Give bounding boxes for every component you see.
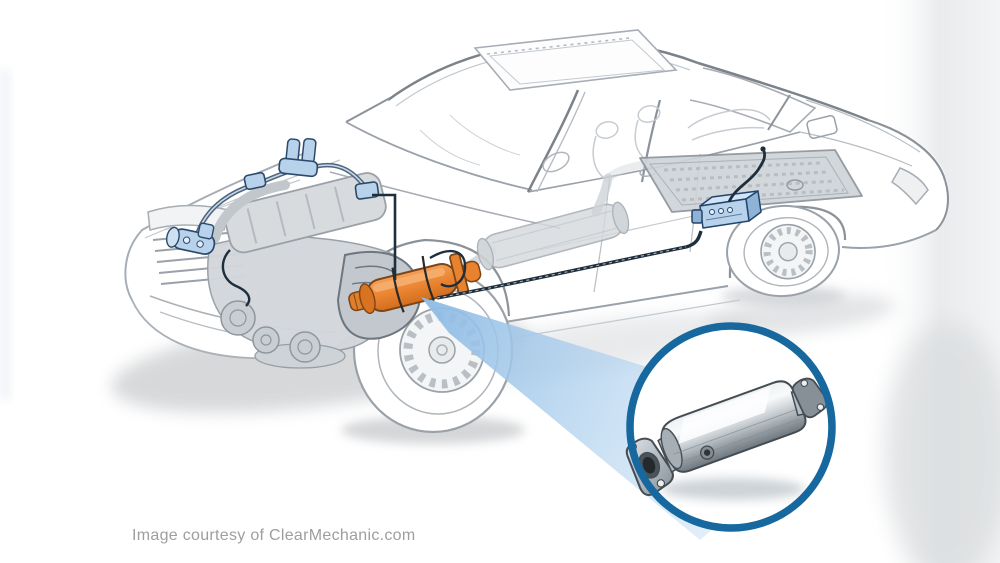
catalytic-converter-detail: [625, 377, 829, 496]
wiring-harness: [221, 146, 767, 307]
floor-pan: [639, 149, 863, 213]
steering-wheel: [542, 151, 570, 173]
sensor-connector-b: [354, 181, 380, 200]
oxygen-sensor-front: [165, 222, 216, 255]
image-credit: Image courtesy of ClearMechanic.com: [132, 527, 416, 544]
catalytic-converter-highlight: [348, 252, 482, 314]
fuel-door: [806, 114, 838, 140]
engine-sensor: [278, 137, 319, 178]
ecu-module: [691, 190, 762, 229]
tail-lamp: [891, 167, 929, 206]
sunroof: [473, 29, 678, 91]
rear-wheel: [726, 204, 840, 298]
inset-ring: [626, 322, 836, 532]
exhaust-muffler: [476, 201, 630, 271]
detail-inset: [625, 322, 836, 532]
sensor-connector-a: [243, 171, 267, 191]
